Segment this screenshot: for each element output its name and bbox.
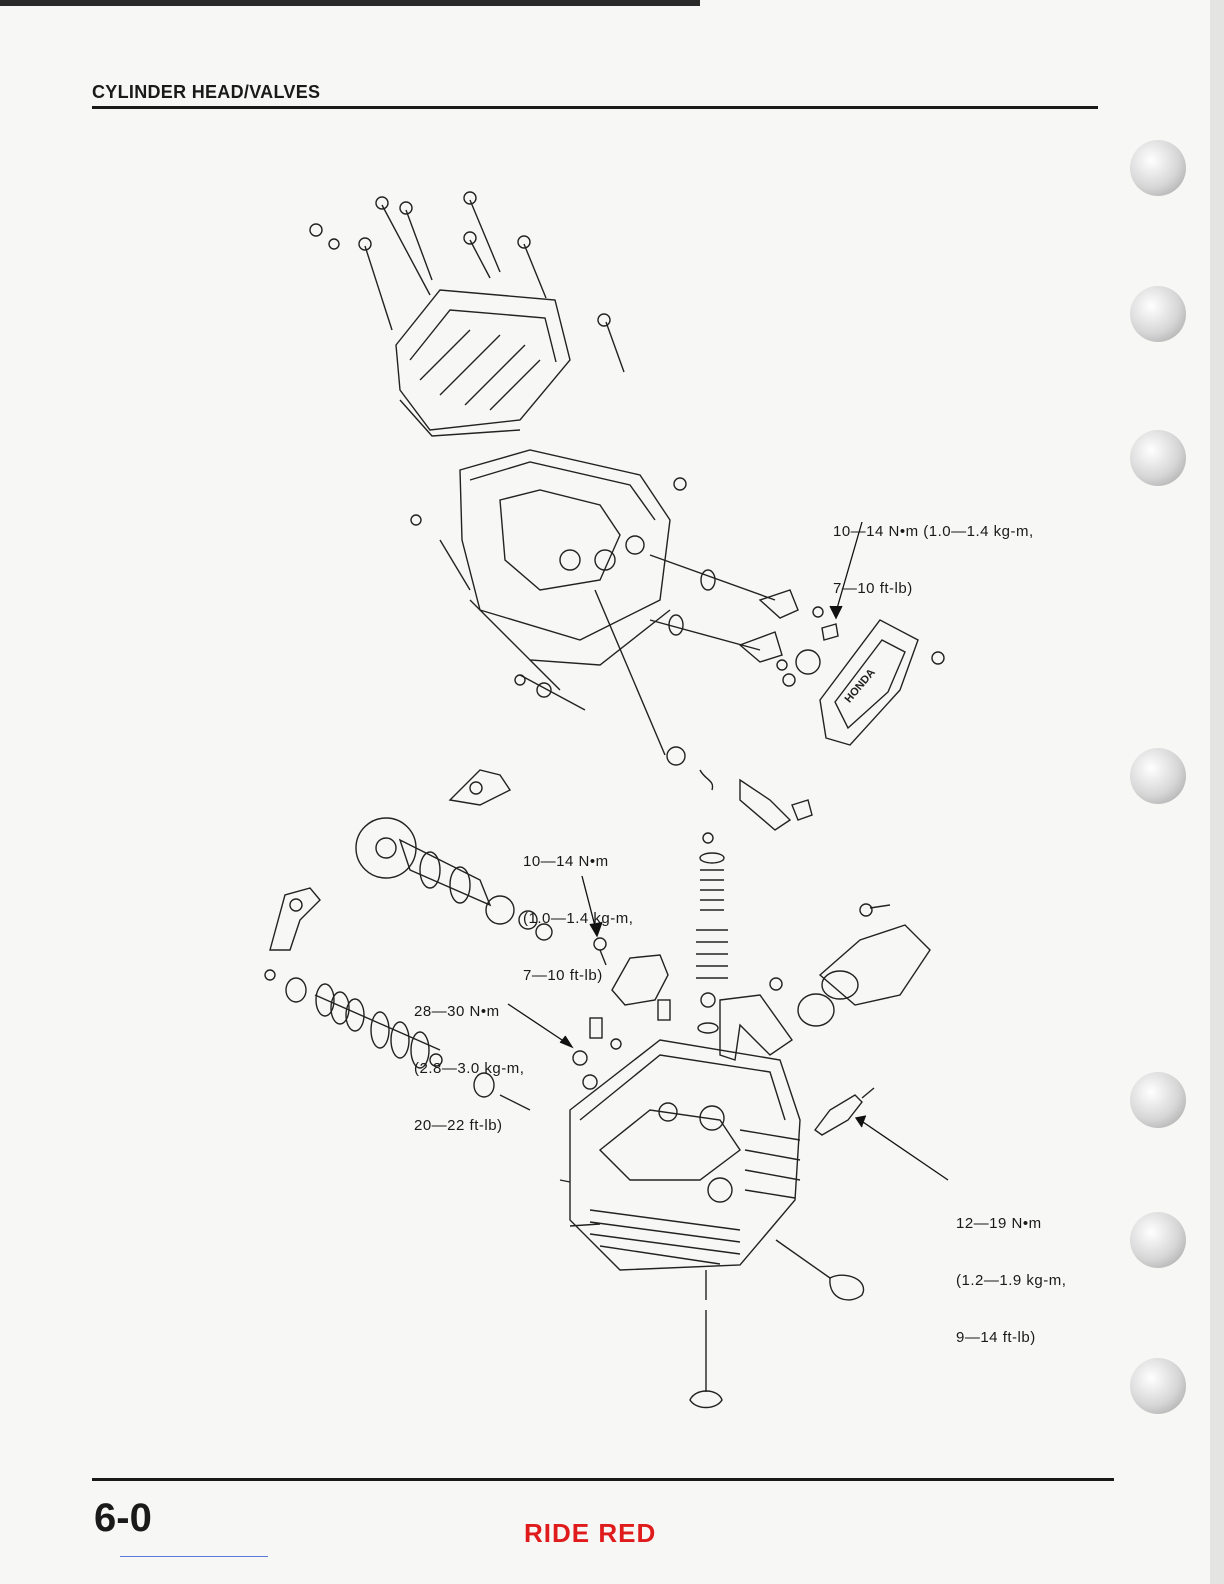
- callout-spark-plug-torque: 12—19 N•m (1.2—1.9 kg-m, 9—14 ft-lb): [956, 1176, 1066, 1366]
- callout-line: 20—22 ft-lb): [414, 1116, 524, 1135]
- section-tab-5: [1130, 1072, 1186, 1128]
- small-parts: [515, 590, 812, 830]
- section-tab-6: [1130, 1212, 1186, 1268]
- valves: [690, 1240, 864, 1408]
- upper-head: [411, 450, 686, 690]
- cover-bolts: [310, 192, 624, 372]
- callout-camshaft-holder-torque: 10—14 N•m (1.0—1.4 kg-m, 7—10 ft-lb): [523, 814, 633, 1004]
- side-cover: [820, 620, 944, 745]
- callout-line: (1.2—1.9 kg-m,: [956, 1271, 1066, 1290]
- valve-springs-right: [696, 833, 728, 1033]
- callout-line: (1.0—1.4 kg-m,: [523, 909, 633, 928]
- section-tab-3: [1130, 430, 1186, 486]
- bottom-link-underline[interactable]: [120, 1556, 268, 1557]
- brand-logo: RIDE RED: [524, 1518, 656, 1549]
- callout-cover-bolt-torque: 10—14 N•m (1.0—1.4 kg-m, 7—10 ft-lb): [833, 484, 1034, 617]
- section-tab-2: [1130, 286, 1186, 342]
- valve-cover: [396, 290, 570, 436]
- callout-line: 10—14 N•m: [523, 852, 633, 871]
- callout-line: 10—14 N•m (1.0—1.4 kg-m,: [833, 522, 1034, 541]
- callout-line: 12—19 N•m: [956, 1214, 1066, 1233]
- callout-line: 28—30 N•m: [414, 1002, 524, 1021]
- callout-head-nut-torque: 28—30 N•m (2.8—3.0 kg-m, 20—22 ft-lb): [414, 964, 524, 1154]
- rocker-shafts: [650, 555, 838, 686]
- rocker-arms: [270, 770, 510, 950]
- callout-line: 7—10 ft-lb): [833, 579, 1034, 598]
- section-tab-4: [1130, 748, 1186, 804]
- callout-line: 9—14 ft-lb): [956, 1328, 1066, 1347]
- callout-line: (2.8—3.0 kg-m,: [414, 1059, 524, 1078]
- intake-parts: [720, 904, 930, 1060]
- section-tab-7: [1130, 1358, 1186, 1414]
- page-number: 6-0: [94, 1496, 152, 1541]
- footer-rule: [92, 1478, 1114, 1481]
- lower-head: [560, 1040, 800, 1270]
- callout-line: 7—10 ft-lb): [523, 966, 633, 985]
- spark-plug: [815, 1088, 874, 1135]
- section-tab-1: [1130, 140, 1186, 196]
